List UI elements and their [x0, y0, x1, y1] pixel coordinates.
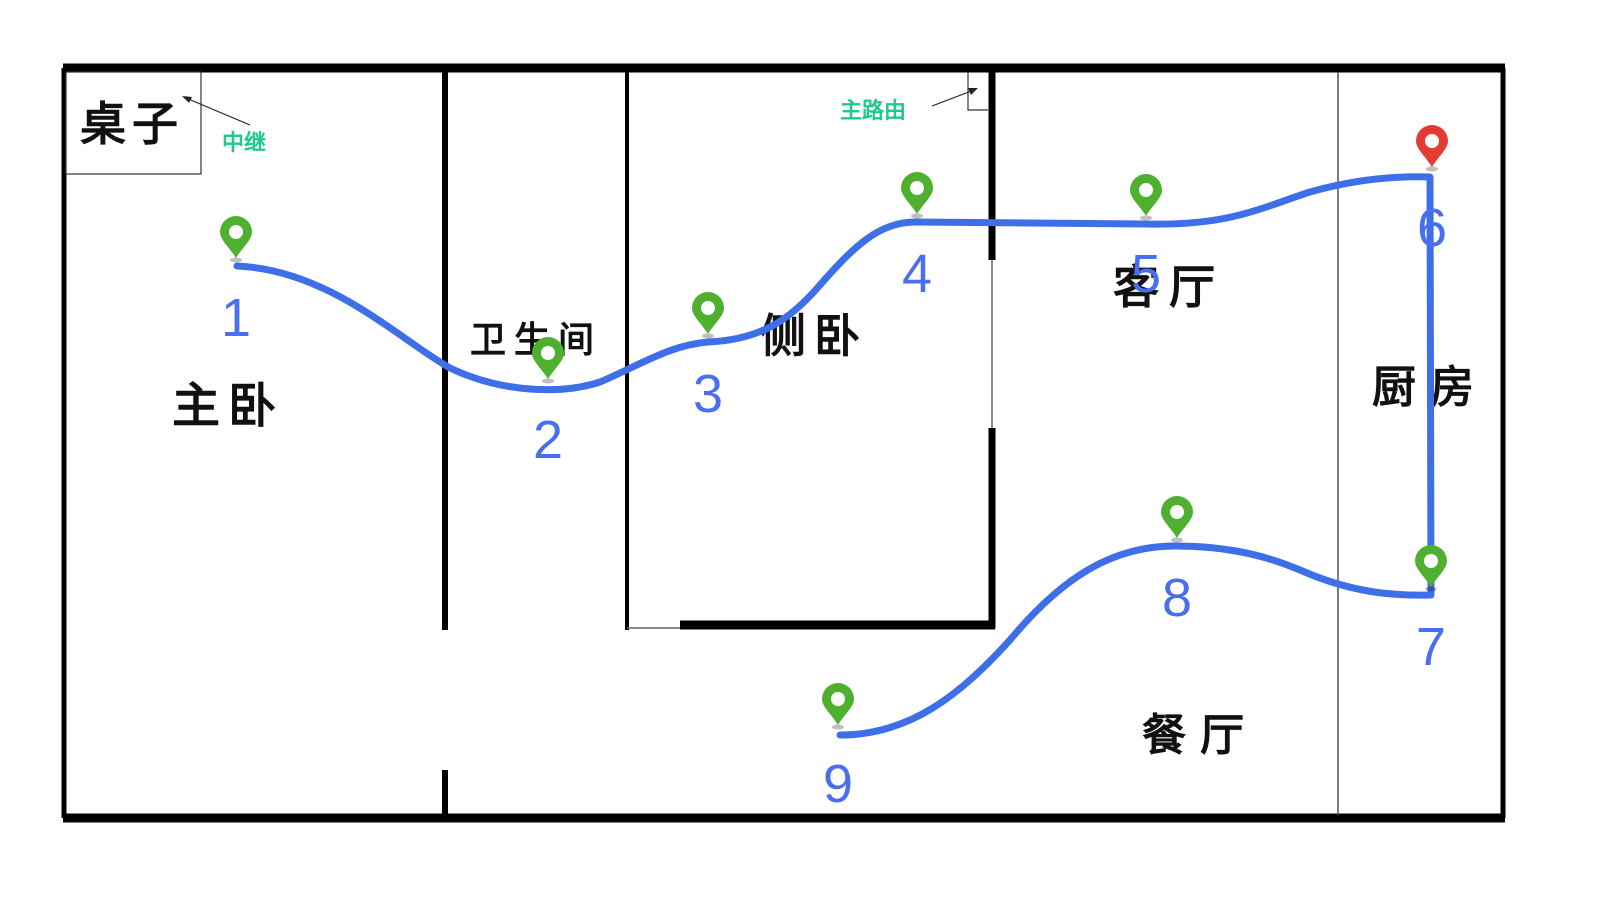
route-point-number: 9: [823, 754, 853, 814]
router-box: [967, 72, 988, 111]
route-point-number: 1: [221, 288, 251, 348]
room-label-kitchen: 厨房: [1372, 362, 1488, 413]
room-labels: 桌子 主卧 卫生间 侧卧 客厅 厨房 餐厅: [80, 97, 1488, 761]
route-point-number: 8: [1162, 568, 1192, 628]
map-pin-icon: [822, 683, 854, 730]
route-point-number: 7: [1416, 617, 1446, 677]
annotation-arrows: [182, 88, 978, 126]
route-point-number: 4: [902, 244, 932, 304]
router-arrow-line: [931, 89, 975, 107]
room-label-living-room: 客厅: [1113, 260, 1225, 314]
desk-box: [65, 71, 202, 175]
map-pin-icon: [532, 337, 564, 384]
room-label-desk: 桌子: [80, 97, 184, 151]
map-pin-icon: [1130, 174, 1162, 221]
device-notes: 中继 主路由: [222, 98, 906, 156]
map-pin-icon: [901, 172, 933, 219]
relay-arrow-line: [185, 97, 251, 126]
map-pin-icon: [1161, 496, 1193, 543]
route-markers: [220, 125, 1448, 730]
note-main-router: 主路由: [840, 98, 906, 124]
room-label-master-bedroom: 主卧: [172, 378, 284, 434]
map-pin-icon: [220, 216, 252, 263]
map-pin-icon: [692, 292, 724, 339]
room-label-side-bedroom: 侧卧: [760, 309, 868, 363]
route-point-number: 5: [1131, 244, 1161, 304]
room-label-dining-room: 餐厅: [1142, 710, 1258, 761]
map-pin-icon: [1415, 545, 1447, 592]
note-relay: 中继: [222, 130, 266, 156]
room-label-bathroom: 卫生间: [470, 319, 602, 361]
walls: [61, 63, 1506, 823]
route-numbers: 1 2 3 4 5 6 7 8 9: [221, 198, 1447, 814]
route-point-number: 6: [1417, 198, 1447, 258]
map-pin-icon: [1416, 125, 1448, 172]
router-arrow-head: [968, 88, 978, 95]
route-point-number: 3: [693, 364, 723, 424]
route-line: [233, 173, 1435, 739]
route-point-number: 2: [533, 410, 563, 470]
relay-arrow-head: [182, 96, 192, 103]
